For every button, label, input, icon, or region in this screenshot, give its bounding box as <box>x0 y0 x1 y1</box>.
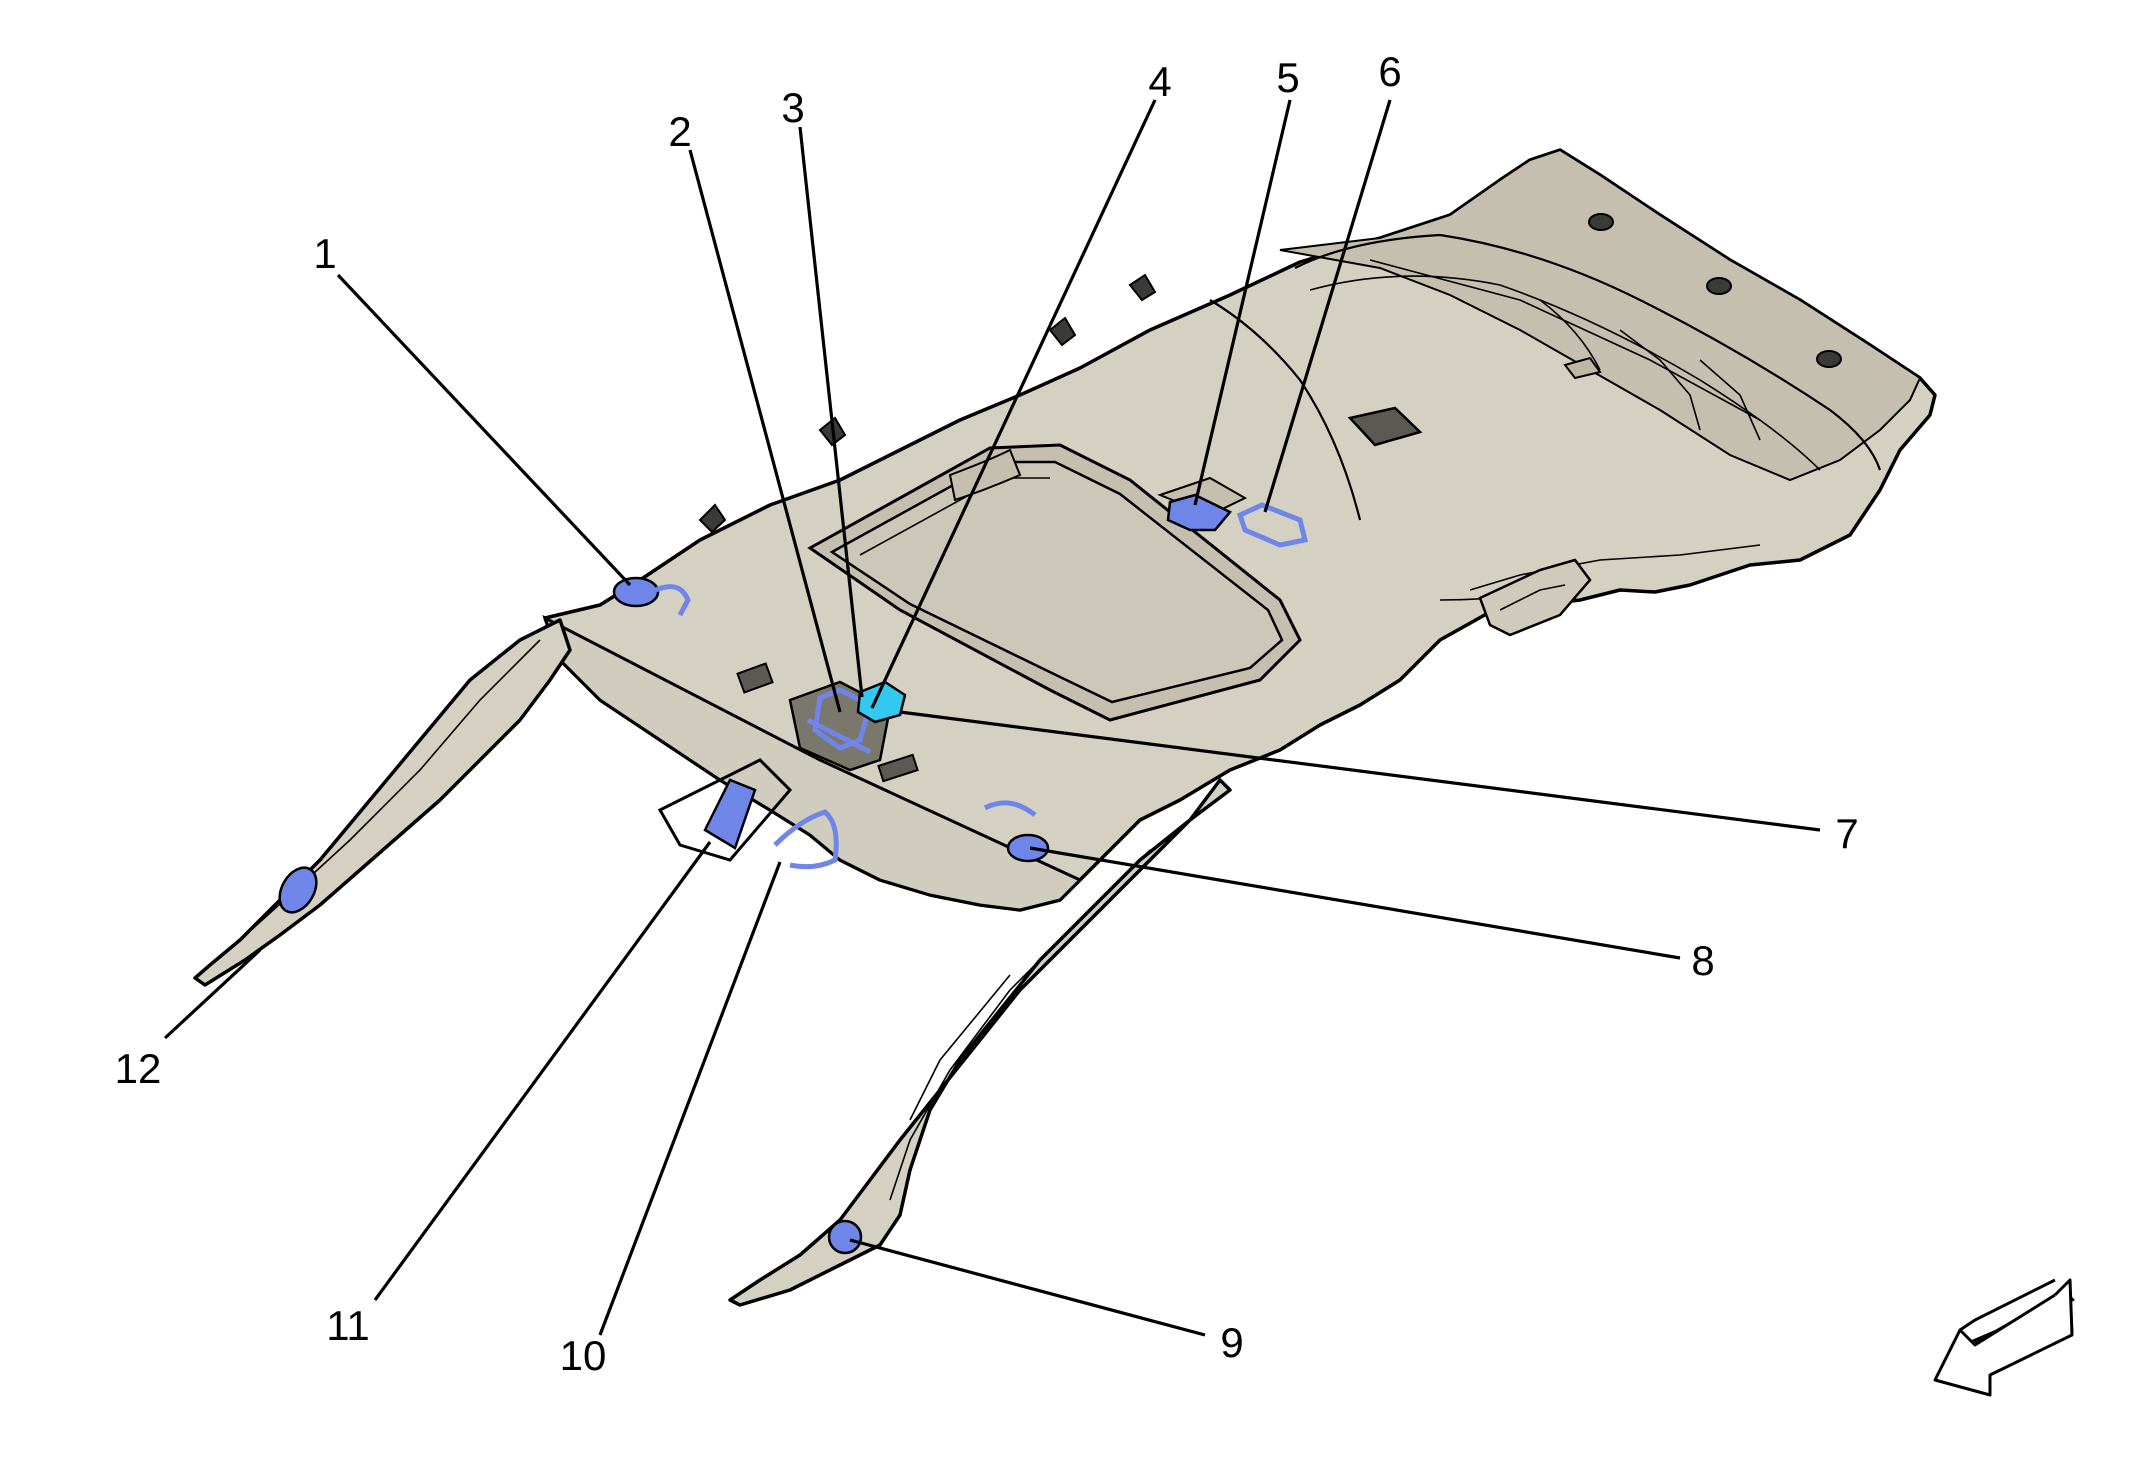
right-pillar-speaker <box>827 1219 863 1255</box>
component-11 <box>703 778 757 850</box>
callout-3: 3 <box>781 84 804 131</box>
callout-1: 1 <box>313 230 336 277</box>
callout-2: 2 <box>668 108 691 155</box>
callout-12: 12 <box>115 1045 162 1092</box>
right-pillar-trim <box>728 778 1232 1307</box>
headliner-rear-band <box>1279 148 1922 482</box>
leader-lines <box>163 99 1821 1337</box>
left-pillar-trim <box>193 618 572 987</box>
callout-5: 5 <box>1276 54 1299 101</box>
callout-labels: 1 2 3 4 5 6 7 8 9 10 11 12 <box>115 48 1859 1379</box>
callout-7: 7 <box>1835 810 1858 857</box>
left-pillar-speaker <box>278 866 318 914</box>
callout-4: 4 <box>1148 58 1171 105</box>
highlighted-components <box>612 493 1309 870</box>
component-8 <box>1006 833 1050 863</box>
component-5 <box>1166 493 1232 532</box>
callout-10: 10 <box>560 1332 607 1379</box>
callout-11: 11 <box>326 1302 370 1349</box>
component-1 <box>612 576 660 608</box>
component-6 <box>1236 502 1309 548</box>
sunroof-glass <box>829 460 1284 704</box>
front-direction-arrow-icon <box>1933 1278 2075 1397</box>
component-2 <box>812 687 873 751</box>
callout-8: 8 <box>1691 937 1714 984</box>
callout-6: 6 <box>1378 48 1401 95</box>
rear-dome-lamp <box>1347 406 1423 447</box>
callout-9: 9 <box>1220 1319 1243 1366</box>
headliner-panel <box>543 148 1937 912</box>
component-10 <box>773 809 839 870</box>
